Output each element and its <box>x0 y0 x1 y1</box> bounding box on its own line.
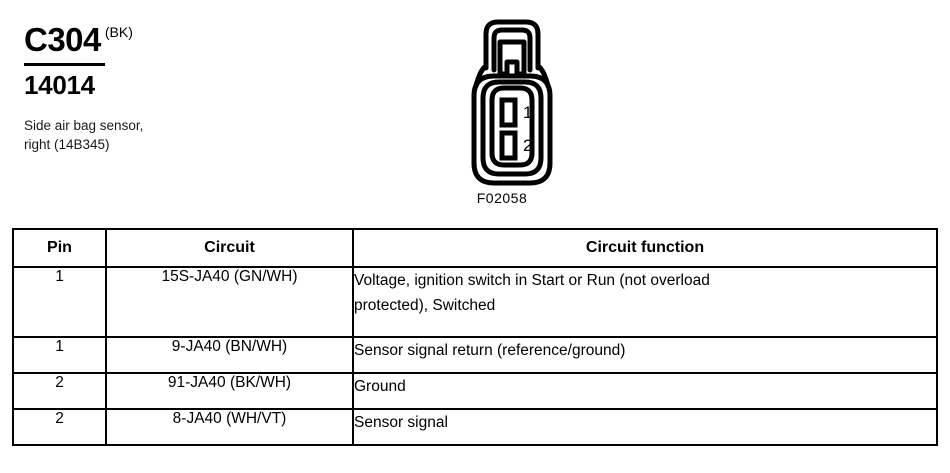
cell-circuit: 15S-JA40 (GN/WH) <box>105 266 354 338</box>
function-line-2: protected), Switched <box>354 297 496 314</box>
pinout-table-container: Pin Circuit Circuit function 1 15S-JA40 … <box>12 228 938 446</box>
connector-shoulder-left <box>473 63 489 89</box>
cell-circuit: 9-JA40 (BN/WH) <box>105 336 354 374</box>
connector-description: Side air bag sensor, right (14B345) <box>24 116 354 154</box>
cavity-label-2: 2 <box>523 136 532 155</box>
connector-shoulder-right <box>535 63 551 89</box>
table-row: 1 9-JA40 (BN/WH) Sensor signal return (r… <box>12 336 938 374</box>
connector-face-icon: 1 2 <box>471 19 553 186</box>
cell-pin: 1 <box>12 336 107 374</box>
cell-circuit-function: Voltage, ignition switch in Start or Run… <box>352 266 938 338</box>
connector-description-line-1: Side air bag sensor, <box>24 118 144 133</box>
cavity-slot-1 <box>499 97 518 128</box>
connector-part-number: 14014 <box>24 70 95 100</box>
connector-description-line-2: right (14B345) <box>24 137 110 152</box>
connector-color-code: (BK) <box>104 24 133 40</box>
table-row: 1 15S-JA40 (GN/WH) Voltage, ignition swi… <box>12 266 938 338</box>
connector-latch-outer <box>483 19 541 71</box>
table-header-row: Pin Circuit Circuit function <box>12 228 938 268</box>
connector-id: C304 <box>24 21 101 58</box>
function-line-1: Voltage, ignition switch in Start or Run… <box>354 272 710 289</box>
connector-figure-id: F02058 <box>476 190 528 206</box>
cell-circuit: 91-JA40 (BK/WH) <box>105 372 354 410</box>
connector-id-underline <box>24 63 105 66</box>
cell-pin: 2 <box>12 408 107 446</box>
connector-diagram: 1 2 F02058 <box>412 8 592 206</box>
table-row: 2 91-JA40 (BK/WH) Ground <box>12 372 938 410</box>
cell-pin: 2 <box>12 372 107 410</box>
column-header-pin: Pin <box>12 228 107 268</box>
pinout-table: Pin Circuit Circuit function 1 15S-JA40 … <box>12 228 938 446</box>
cell-pin: 1 <box>12 266 107 338</box>
function-line-1: Sensor signal return (reference/ground) <box>354 342 626 359</box>
cell-circuit-function: Sensor signal <box>352 408 938 446</box>
function-line-1: Ground <box>354 378 406 395</box>
column-header-circuit: Circuit <box>105 228 354 268</box>
cell-circuit-function: Sensor signal return (reference/ground) <box>352 336 938 374</box>
cell-circuit-function: Ground <box>352 372 938 410</box>
connector-header-block: C304 (BK) 14014 Side air bag sensor, rig… <box>24 22 354 154</box>
table-row: 2 8-JA40 (WH/VT) Sensor signal <box>12 408 938 446</box>
connector-body-outer <box>471 73 553 186</box>
column-header-circuit-function: Circuit function <box>352 228 938 268</box>
connector-cavities <box>499 97 518 161</box>
connector-body-middle <box>480 79 544 177</box>
connector-latch-middle <box>491 27 533 73</box>
connector-id-line: C304 (BK) <box>24 22 354 62</box>
cavity-label-1: 1 <box>523 103 532 122</box>
function-line-1: Sensor signal <box>354 414 448 431</box>
cavity-slot-2 <box>499 130 518 161</box>
connector-body-inner <box>489 85 535 168</box>
connector-latch-notch <box>497 39 527 77</box>
cell-circuit: 8-JA40 (WH/VT) <box>105 408 354 446</box>
